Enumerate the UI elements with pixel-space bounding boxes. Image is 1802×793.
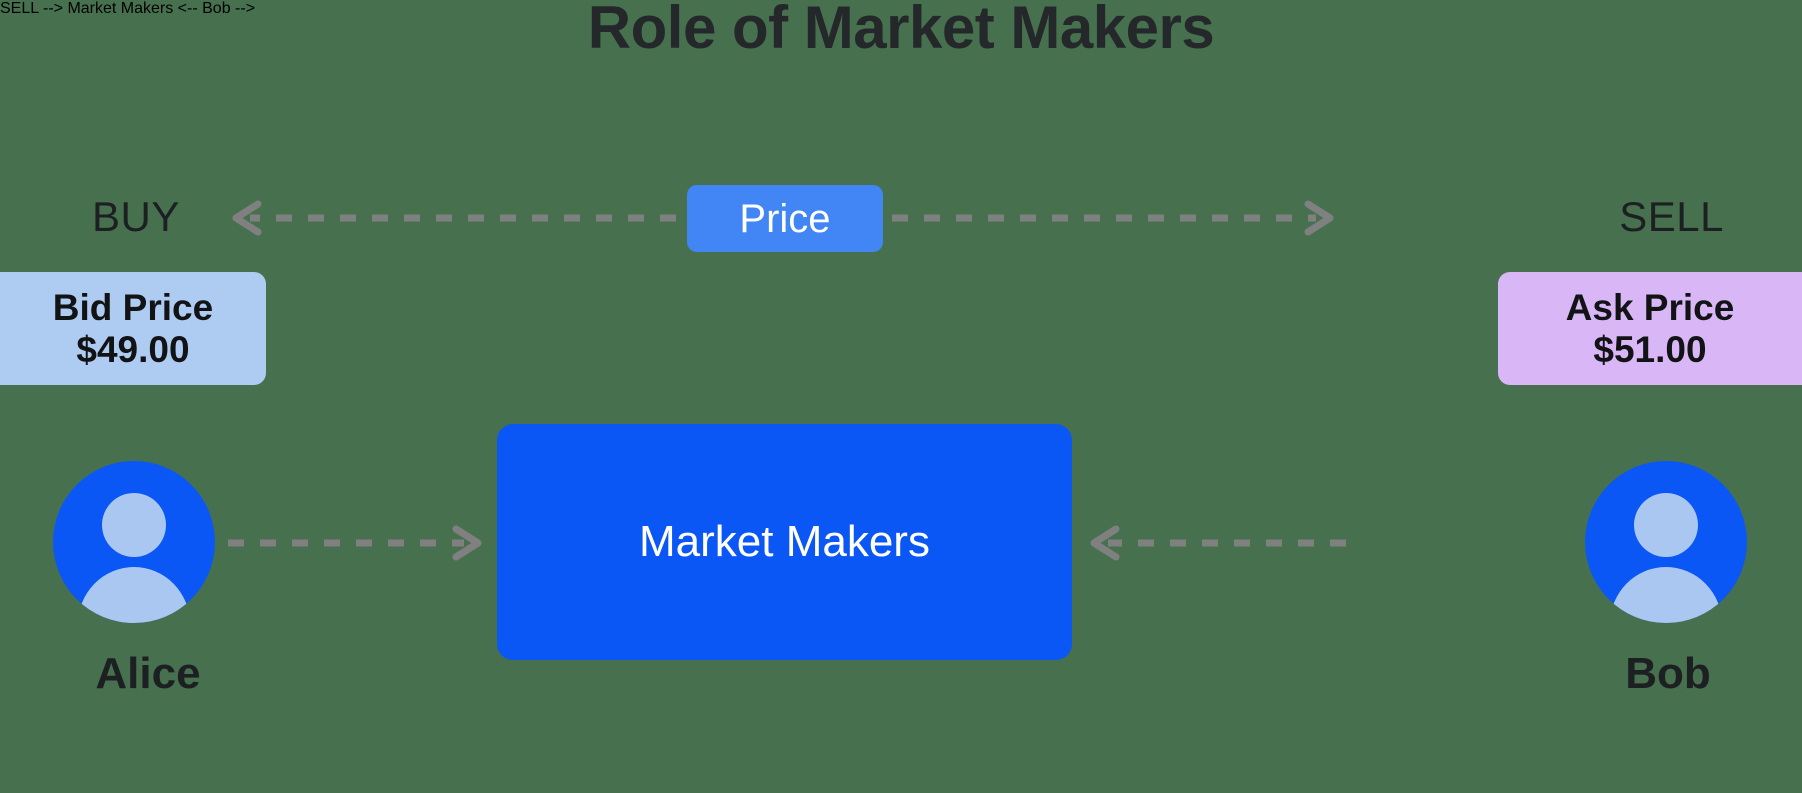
alice-avatar-icon [53,461,215,623]
alice-to-hub-arrow [228,525,486,561]
bid-price-value: $49.00 [76,328,190,370]
bid-price-title: Bid Price [52,287,214,329]
ask-price-title: Ask Price [1565,287,1735,329]
bob-avatar-icon [1585,461,1747,623]
bob-name-label: Bob [1625,649,1711,698]
ask-price-value: $51.00 [1593,328,1707,370]
ask-price-card[interactable]: Ask Price $51.00 [1498,272,1802,385]
bid-price-card[interactable]: Bid Price $49.00 [0,272,266,385]
bob-to-hub-arrow [1084,525,1346,561]
price-to-buy-arrow [228,200,676,236]
sell-label: SELL [1619,193,1724,240]
buy-label: BUY [92,193,180,240]
alice-name-label: Alice [95,649,201,698]
page-title: Role of Market Makers [587,0,1215,61]
price-to-sell-arrow [892,200,1338,236]
market-makers-hub[interactable]: Market Makers [497,424,1072,660]
price-chip[interactable]: Price [687,185,883,252]
